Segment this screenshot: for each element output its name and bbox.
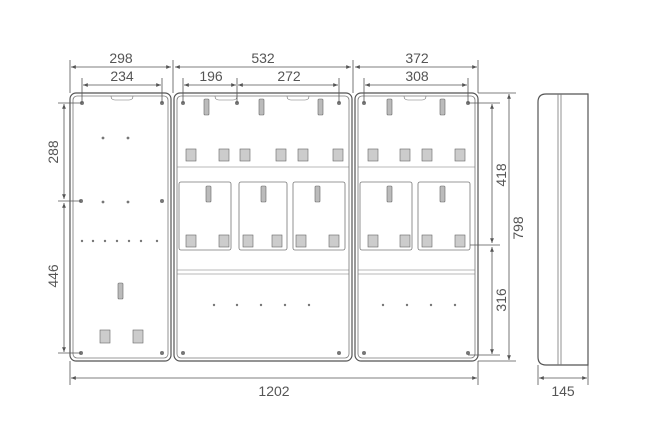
- dim-left-width: 298: [109, 50, 133, 66]
- dim-bottom-zone-height: 316: [493, 288, 509, 312]
- left-panel: [69, 92, 172, 362]
- knockout-row: [80, 239, 159, 243]
- dimension-lines: [58, 60, 589, 385]
- dim-middle-width: 532: [251, 50, 275, 66]
- dim-right-holes: 308: [405, 68, 429, 84]
- side-view: [537, 93, 589, 366]
- dim-right-width: 372: [405, 50, 429, 66]
- dim-depth: 145: [551, 383, 575, 399]
- middle-panel: [173, 92, 353, 362]
- dim-total-width: 1202: [258, 383, 289, 399]
- dim-left-holes: 234: [110, 68, 134, 84]
- dim-middle-holes-a: 196: [199, 68, 223, 84]
- dim-middle-holes-b: 272: [277, 68, 301, 84]
- dim-upper-height: 288: [45, 140, 61, 164]
- dim-meter-zone-height: 418: [493, 163, 509, 187]
- dim-total-height: 798: [510, 216, 526, 240]
- dim-lower-height: 446: [45, 264, 61, 288]
- right-panel: [354, 92, 479, 362]
